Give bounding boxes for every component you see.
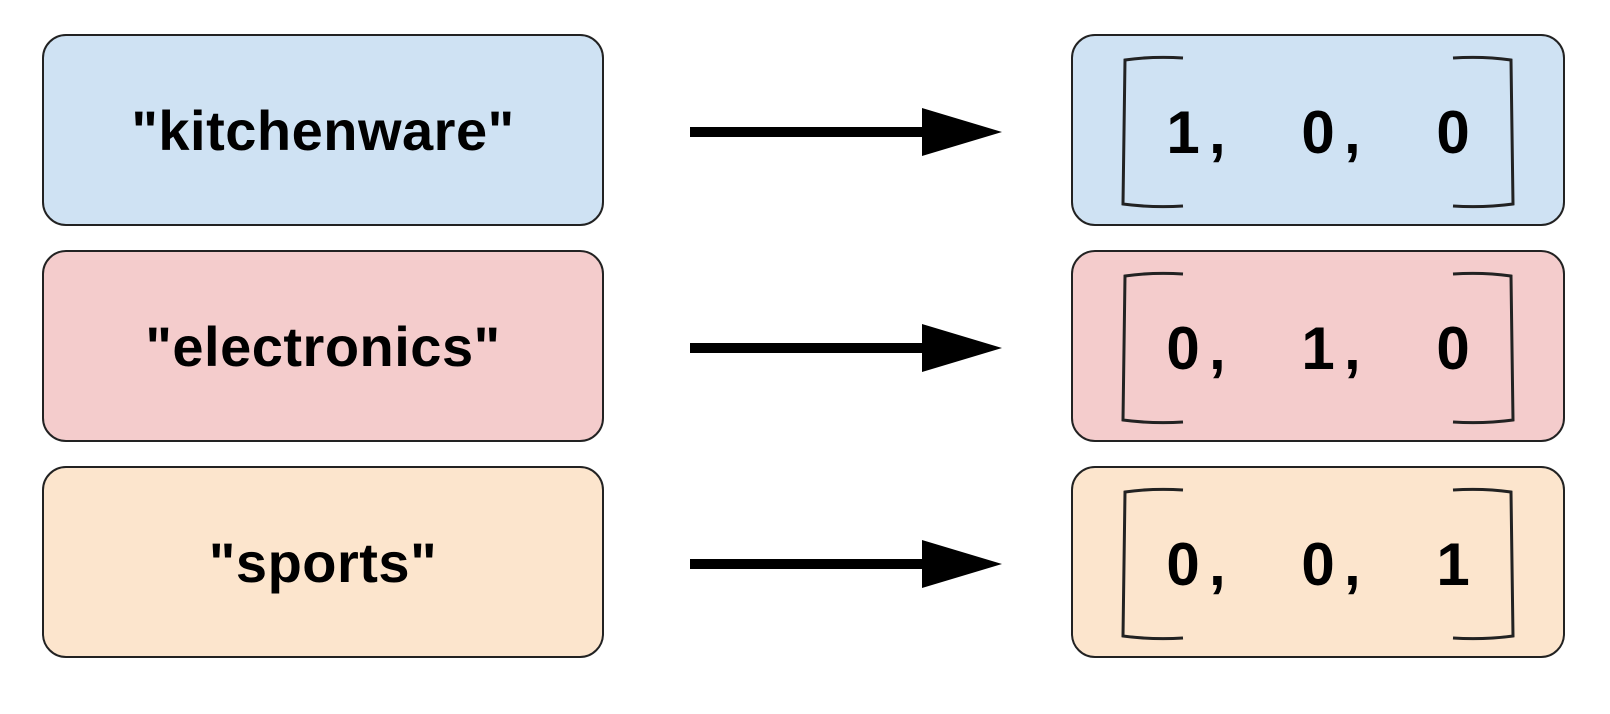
- vector-separator: ,: [1344, 98, 1361, 166]
- category-label: "electronics": [145, 314, 501, 378]
- vector-value: 1: [1436, 530, 1470, 598]
- vector-values: 0, 1, 0: [1163, 252, 1473, 444]
- vector-value: 1: [1166, 98, 1200, 166]
- one-hot-vector-box: 0, 1, 0: [1071, 250, 1565, 442]
- right-arrow-icon: [690, 540, 1002, 588]
- category-box-sports: "sports": [42, 466, 604, 658]
- vector-values: 1, 0, 0: [1163, 36, 1473, 228]
- category-box-kitchenware: "kitchenware": [42, 34, 604, 226]
- vector-value: 0: [1301, 530, 1335, 598]
- left-bracket-icon: [1121, 55, 1184, 209]
- vector-value: 0: [1166, 314, 1200, 382]
- vector-separator: ,: [1344, 314, 1361, 382]
- category-box-electronics: "electronics": [42, 250, 604, 442]
- vector-separator: ,: [1209, 314, 1226, 382]
- vector-values: 0, 0, 1: [1163, 468, 1473, 660]
- right-arrow-icon: [690, 108, 1002, 156]
- right-bracket-icon: [1452, 55, 1515, 209]
- one-hot-vector-box: 1, 0, 0: [1071, 34, 1565, 226]
- category-label: "kitchenware": [131, 98, 515, 162]
- left-bracket-icon: [1121, 271, 1184, 425]
- mapping-row-electronics: "electronics" 0, 1, 0: [0, 250, 1610, 446]
- vector-value: 0: [1436, 98, 1470, 166]
- mapping-row-sports: "sports" 0, 0, 1: [0, 466, 1610, 662]
- right-bracket-icon: [1452, 271, 1515, 425]
- mapping-row-kitchenware: "kitchenware" 1, 0, 0: [0, 34, 1610, 230]
- vector-separator: ,: [1344, 530, 1361, 598]
- one-hot-vector-box: 0, 0, 1: [1071, 466, 1565, 658]
- vector-value: 0: [1436, 314, 1470, 382]
- left-bracket-icon: [1121, 487, 1184, 641]
- vector-separator: ,: [1209, 98, 1226, 166]
- right-bracket-icon: [1452, 487, 1515, 641]
- vector-separator: ,: [1209, 530, 1226, 598]
- category-label: "sports": [208, 530, 438, 594]
- vector-value: 0: [1166, 530, 1200, 598]
- vector-value: 1: [1301, 314, 1335, 382]
- vector-value: 0: [1301, 98, 1335, 166]
- right-arrow-icon: [690, 324, 1002, 372]
